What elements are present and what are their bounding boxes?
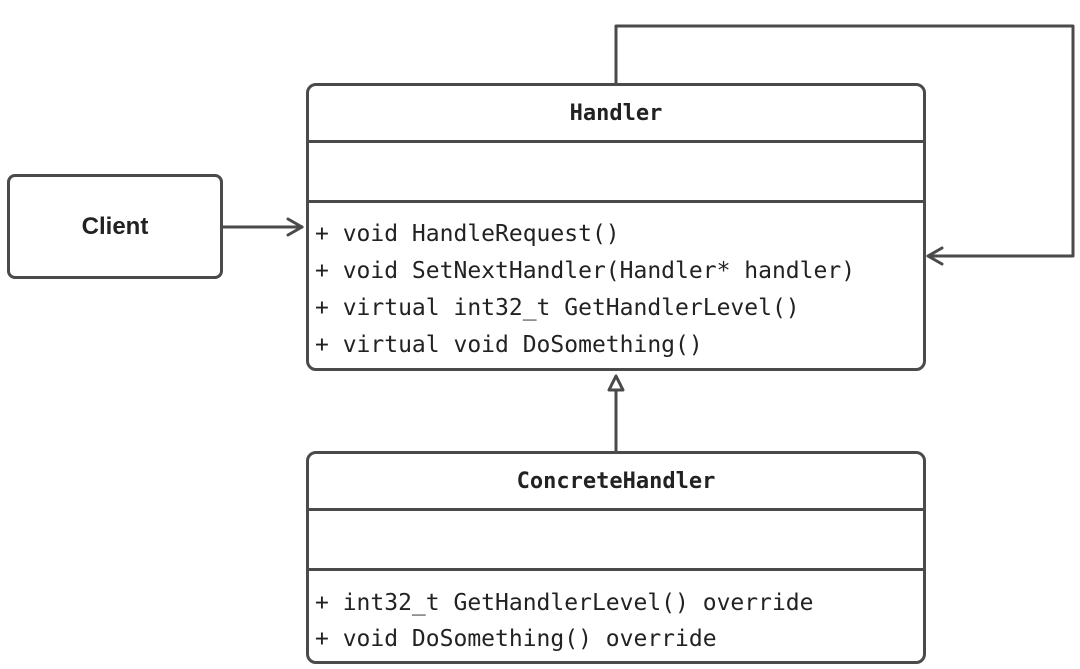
concrete-handler-class-name: ConcreteHandler — [309, 454, 923, 511]
concrete-handler-method: + void DoSomething() override — [315, 626, 717, 652]
handler-methods: + void HandleRequest() + void SetNextHan… — [309, 203, 923, 364]
inheritance-arrow — [607, 374, 625, 451]
concrete-handler-method: + int32_t GetHandlerLevel() override — [315, 590, 814, 616]
client-to-handler-arrow — [221, 217, 304, 237]
concrete-handler-methods: + int32_t GetHandlerLevel() override + v… — [309, 571, 923, 657]
handler-method: + virtual void DoSomething() — [315, 332, 703, 358]
concrete-handler-attributes — [309, 511, 923, 571]
handler-class-name: Handler — [309, 86, 923, 143]
client-label: Client — [81, 212, 149, 240]
handler-method: + void HandleRequest() — [315, 221, 620, 247]
handler-successor-arrow — [614, 24, 1075, 266]
handler-method: + void SetNextHandler(Handler* handler) — [315, 258, 856, 284]
handler-class: Handler + void HandleRequest() + void Se… — [306, 83, 926, 371]
client-box: Client — [7, 174, 223, 279]
handler-attributes — [309, 143, 923, 203]
concrete-handler-class: ConcreteHandler + int32_t GetHandlerLeve… — [306, 451, 926, 664]
handler-method: + virtual int32_t GetHandlerLevel() — [315, 295, 800, 321]
